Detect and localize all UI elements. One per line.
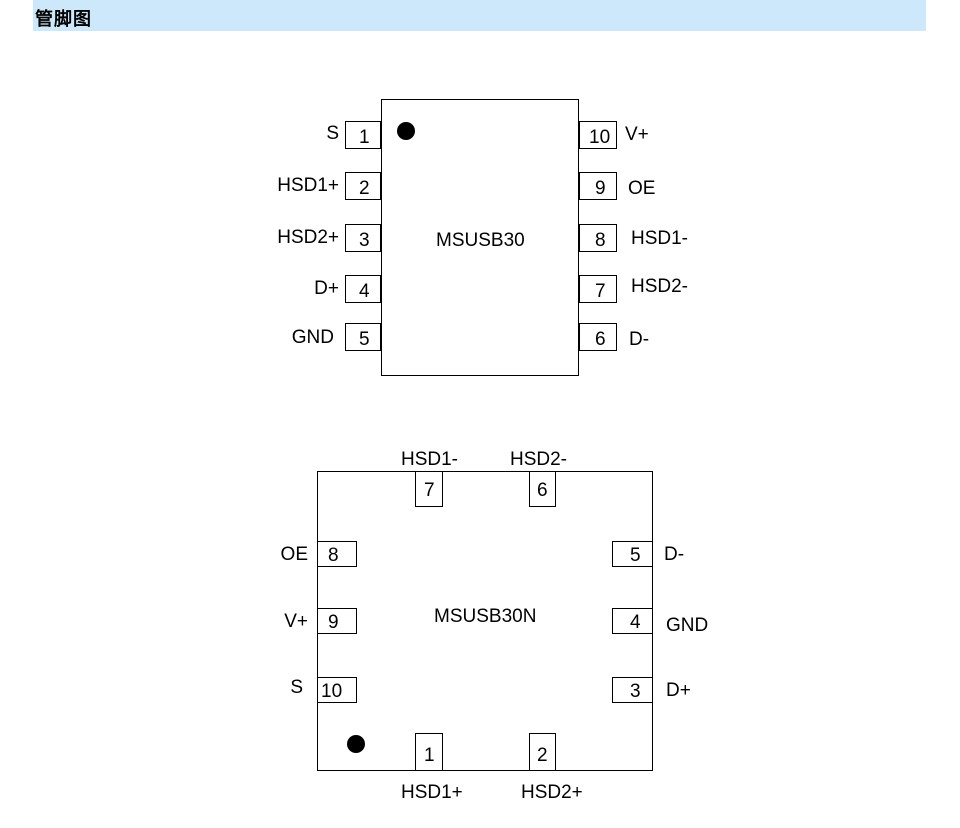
- qfn-pin-1-label: HSD1+: [401, 782, 463, 803]
- soic-pin-4-number: 4: [359, 281, 370, 302]
- qfn-pin-8-number: 8: [328, 545, 339, 566]
- qfn-chip-name: MSUSB30N: [434, 606, 537, 627]
- soic-pin-8-label: HSD1-: [631, 228, 689, 249]
- pin1-indicator-dot: [397, 122, 415, 140]
- qfn-pin-7-number: 7: [424, 480, 435, 501]
- soic-pin-7-label: HSD2-: [631, 276, 689, 297]
- soic-pin-8-number: 8: [595, 230, 606, 251]
- section-header: 管脚图: [33, 0, 926, 31]
- qfn-pin-3-label: D+: [666, 680, 691, 701]
- soic-pin-4-label: D+: [314, 278, 339, 299]
- soic-pin-6: 6: [579, 323, 617, 351]
- soic-pin-4: 4: [345, 275, 381, 303]
- qfn-pin-5-number: 5: [630, 545, 641, 566]
- soic-pin-5-number: 5: [359, 329, 370, 350]
- soic-pin-7: 7: [579, 275, 617, 303]
- qfn-pin-5-label: D-: [664, 544, 685, 565]
- soic-pin-2-number: 2: [359, 178, 370, 199]
- qfn-pin-10-label: S: [290, 677, 303, 698]
- soic-pin-5: 5: [345, 323, 381, 351]
- qfn-pin-6: 6: [529, 471, 556, 507]
- qfn-pin-1: 1: [415, 733, 443, 771]
- qfn-pin-3-number: 3: [630, 681, 641, 702]
- qfn-pin-9-label: V+: [284, 611, 308, 632]
- soic-pin-2: 2: [345, 172, 381, 200]
- qfn-pin-7: 7: [415, 471, 443, 507]
- qfn-pin-6-label: HSD2-: [510, 449, 568, 470]
- soic-pin-5-label: GND: [291, 327, 334, 348]
- soic-pin-3: 3: [345, 224, 381, 252]
- soic-pin-8: 8: [579, 224, 617, 252]
- soic-pin-10: 10: [579, 121, 617, 149]
- soic-pin-9-number: 9: [595, 178, 606, 199]
- qfn-pin-4: 4: [612, 608, 653, 634]
- qfn-pin-4-number: 4: [630, 612, 641, 633]
- soic-pin-3-number: 3: [359, 230, 370, 251]
- soic-chip-body: [381, 99, 579, 376]
- soic-pin-1-number: 1: [359, 127, 370, 148]
- qfn-chip-body: [317, 471, 653, 771]
- qfn-pin-9: 9: [317, 608, 357, 634]
- soic-pin-7-number: 7: [595, 281, 606, 302]
- soic-pin-10-number: 10: [589, 127, 611, 148]
- section-title: 管脚图: [35, 9, 92, 30]
- soic-pin-10-label: V+: [625, 124, 649, 145]
- pin1-indicator-dot: [347, 735, 365, 753]
- qfn-pin-8-label: OE: [280, 544, 308, 565]
- soic-pin-6-number: 6: [595, 329, 606, 350]
- qfn-pin-8: 8: [317, 541, 357, 567]
- soic-pin-1-label: S: [326, 123, 339, 144]
- qfn-pin-10: 10: [317, 677, 357, 703]
- soic-pin-2-label: HSD1+: [277, 175, 339, 196]
- qfn-pin-9-number: 9: [328, 612, 339, 633]
- qfn-pin-2-number: 2: [537, 745, 548, 766]
- qfn-pin-10-number: 10: [321, 681, 343, 702]
- soic-pin-9-label: OE: [628, 178, 656, 199]
- qfn-pin-6-number: 6: [537, 480, 548, 501]
- soic-pin-1: 1: [345, 121, 381, 149]
- qfn-pin-1-number: 1: [424, 745, 435, 766]
- soic-pin-6-label: D-: [629, 329, 650, 350]
- qfn-pin-7-label: HSD1-: [401, 449, 459, 470]
- qfn-pin-5: 5: [612, 541, 653, 567]
- soic-pin-3-label: HSD2+: [277, 227, 339, 248]
- qfn-pin-3: 3: [612, 677, 653, 703]
- qfn-pin-2-label: HSD2+: [521, 782, 583, 803]
- qfn-pin-4-label: GND: [666, 615, 709, 636]
- qfn-pin-2: 2: [529, 733, 556, 771]
- soic-pin-9: 9: [579, 172, 617, 200]
- soic-chip-name: MSUSB30: [436, 230, 525, 251]
